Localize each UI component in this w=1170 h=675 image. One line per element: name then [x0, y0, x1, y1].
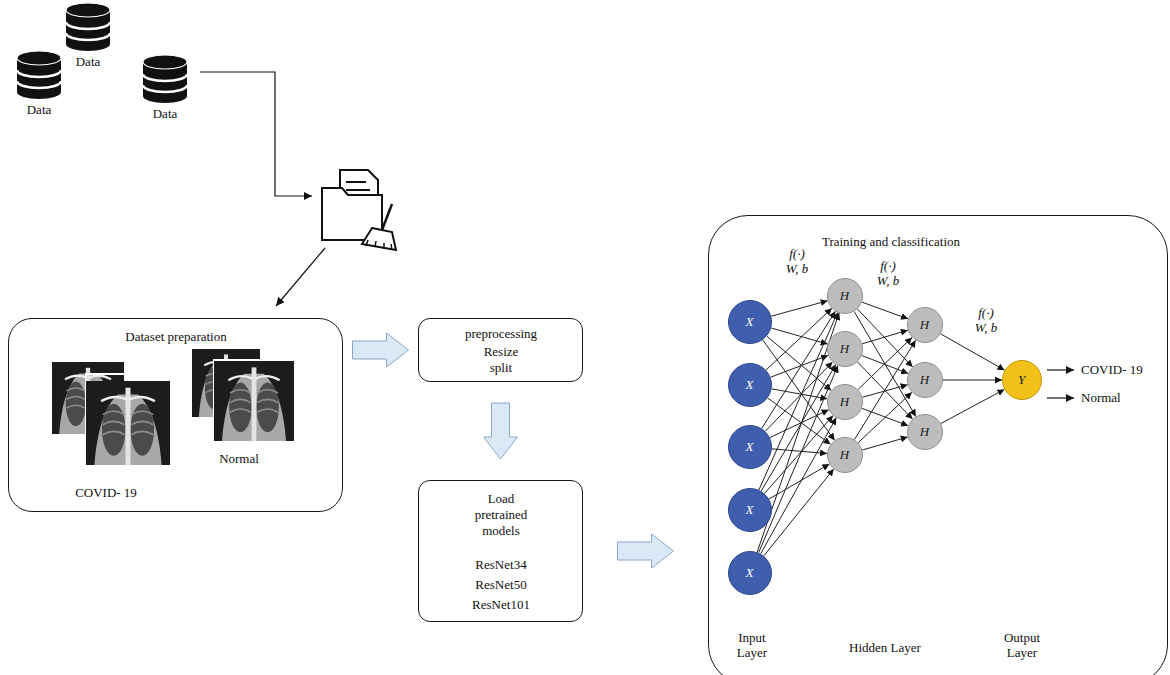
hidden-neuron: H — [827, 331, 863, 367]
hidden-neuron: H — [827, 278, 863, 314]
block-arrow — [618, 534, 674, 568]
network-connection — [759, 366, 838, 553]
neuron-symbol: X — [746, 439, 754, 455]
box-text: ResNet101 — [472, 597, 530, 613]
icon-label: Data — [27, 102, 52, 118]
data-cleaning-icon — [322, 170, 396, 250]
database-cylinder — [64, 2, 112, 52]
network-connection — [763, 340, 835, 440]
training-panel: Training and classificationX X X X X H H H H H H H Y — [708, 215, 1168, 675]
input-neuron: X — [728, 425, 772, 469]
neuron-symbol: H — [920, 424, 929, 440]
icon-label: Data — [76, 54, 101, 70]
weight-label: W, b — [974, 320, 999, 335]
box-text: split — [490, 360, 512, 376]
neuron-symbol: Y — [1018, 372, 1025, 388]
network-connection — [765, 362, 832, 431]
network-connection — [769, 464, 829, 499]
input-neuron: X — [728, 551, 772, 595]
output-arrow — [1047, 397, 1074, 398]
network-connection — [941, 334, 1005, 370]
network-connection — [941, 389, 1005, 423]
neuron-symbol: H — [920, 317, 929, 333]
input-neuron: X — [728, 488, 772, 532]
input-neuron: X — [728, 300, 772, 344]
neuron-symbol: X — [746, 565, 754, 581]
database-icon: Data — [63, 2, 113, 74]
layer-label: Input Layer — [730, 630, 774, 660]
box-text: Dataset preparation — [125, 329, 226, 345]
neuron-symbol: H — [840, 447, 849, 463]
hidden-neuron: H — [827, 384, 863, 420]
weight-label: f(·) — [879, 258, 897, 273]
neuron-symbol: H — [840, 288, 849, 304]
database-icon: Data — [140, 54, 190, 126]
database-cylinder — [15, 50, 63, 100]
network-connection — [770, 410, 829, 438]
weight-label: W, b — [785, 261, 810, 276]
layer-label: Output Layer — [997, 630, 1047, 660]
neuron-symbol: H — [920, 372, 929, 388]
network-connection — [761, 418, 837, 554]
network-connection — [854, 340, 915, 439]
class-label: COVID- 19 — [1080, 362, 1144, 377]
network-connection — [943, 380, 1002, 381]
network-connection — [771, 355, 829, 377]
box-text: preprocessing — [465, 326, 537, 342]
network-connection — [862, 302, 908, 319]
hidden-neuron: H — [907, 307, 943, 343]
block-arrow — [484, 403, 518, 459]
network-connection — [771, 301, 827, 316]
hidden-neuron: H — [827, 437, 863, 473]
database-icon: Data — [14, 50, 64, 122]
network-connection — [766, 308, 832, 370]
icon-label: Data — [153, 106, 178, 122]
neuron-symbol: X — [746, 377, 754, 393]
dataset-box: Dataset preparationCOVID- 19 Normal — [8, 318, 343, 512]
output-neuron: Y — [1002, 360, 1042, 400]
weight-label: W, b — [876, 273, 901, 288]
network-connection — [862, 330, 908, 344]
box-text: COVID- 19 — [75, 485, 137, 501]
weight-label: f(·) — [788, 246, 806, 261]
network-connection — [764, 469, 834, 556]
flow-line — [200, 72, 312, 196]
box-text: Normal — [219, 451, 259, 467]
block-arrow — [353, 333, 409, 367]
layer-label: Hidden Layer — [848, 640, 922, 655]
input-neuron: X — [728, 363, 772, 407]
box-text: ResNet50 — [475, 577, 526, 593]
box-text: Training and classification — [822, 234, 960, 250]
neuron-symbol: X — [746, 502, 754, 518]
neuron-symbol: H — [840, 394, 849, 410]
process-box: preprocessingResizesplit — [418, 318, 583, 382]
network-connection — [771, 328, 828, 344]
weight-label: f(·) — [977, 305, 995, 320]
network-connection — [862, 385, 907, 397]
network-connection — [761, 365, 836, 492]
flow-line — [276, 248, 325, 306]
box-text: Load pretrained models — [461, 491, 541, 539]
covid-xray-images — [52, 362, 170, 472]
network-connection — [858, 392, 912, 442]
normal-xray-images — [192, 349, 294, 442]
neuron-symbol: H — [840, 341, 849, 357]
box-text: Resize — [484, 344, 519, 360]
process-box: Load pretrained modelsResNet34ResNet50Re… — [418, 480, 583, 622]
network-connection — [862, 437, 907, 450]
network-connection — [759, 312, 838, 489]
neuron-symbol: X — [746, 314, 754, 330]
output-arrow — [1047, 369, 1074, 370]
database-cylinder — [141, 54, 189, 104]
network-connection — [858, 337, 912, 389]
class-label: Normal — [1080, 390, 1122, 405]
hidden-neuron: H — [907, 414, 943, 450]
hidden-neuron: H — [907, 362, 943, 398]
box-text: ResNet34 — [475, 557, 526, 573]
